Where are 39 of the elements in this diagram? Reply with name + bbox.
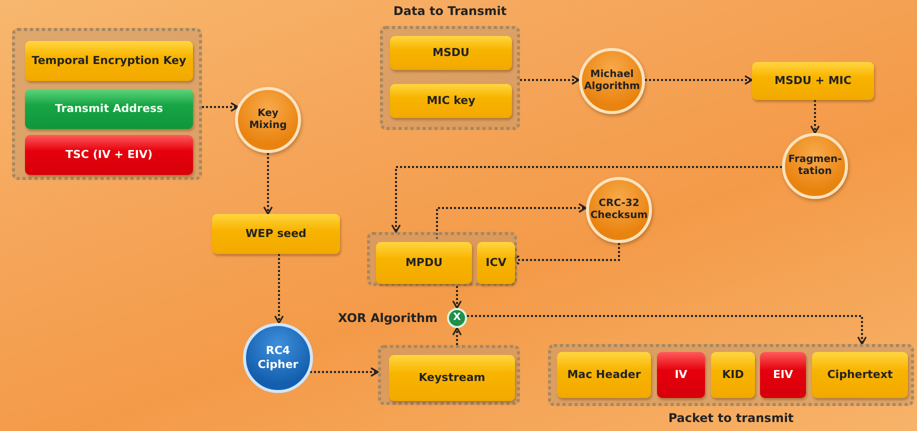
arrow bbox=[452, 327, 462, 345]
arrow bbox=[452, 286, 462, 309]
process-box: Transmit Address bbox=[25, 89, 193, 129]
process-box: KID bbox=[711, 352, 755, 398]
group-frame bbox=[367, 232, 517, 286]
xor-circle: X bbox=[447, 308, 467, 328]
arrow bbox=[310, 367, 379, 377]
arrow bbox=[274, 254, 284, 324]
group-heading: Packet to transmit bbox=[667, 411, 795, 426]
process-box: Keystream bbox=[389, 355, 515, 401]
arrow bbox=[520, 75, 580, 85]
group-frame bbox=[12, 28, 202, 180]
process-box: Temporal Encryption Key bbox=[25, 41, 193, 81]
arrow bbox=[263, 153, 273, 215]
process-circle: Fragmen- tation bbox=[782, 133, 848, 199]
process-circle: Key Mixing bbox=[235, 87, 301, 153]
arrow bbox=[202, 102, 239, 112]
process-box: IV bbox=[657, 352, 705, 398]
arrow bbox=[436, 203, 587, 239]
process-box: ICV bbox=[477, 242, 515, 284]
arrow bbox=[645, 75, 753, 85]
process-box: Ciphertext bbox=[812, 352, 908, 398]
cipher-circle: RC4 Cipher bbox=[243, 323, 313, 393]
process-box: MSDU bbox=[390, 36, 512, 70]
group-frame bbox=[378, 345, 520, 405]
process-box: WEP seed bbox=[212, 214, 340, 254]
process-box: MIC key bbox=[390, 84, 512, 118]
process-box: EIV bbox=[760, 352, 806, 398]
arrow bbox=[467, 315, 867, 345]
process-circle: CRC-32 Checksum bbox=[586, 177, 652, 243]
group-heading: Data to Transmit bbox=[392, 4, 508, 19]
process-box: TSC (IV + EIV) bbox=[25, 135, 193, 175]
process-box: Mac Header bbox=[557, 352, 651, 398]
process-box: MPDU bbox=[376, 242, 472, 284]
process-circle: Michael Algorithm bbox=[579, 48, 645, 114]
arrow bbox=[391, 166, 782, 233]
process-box: MSDU + MIC bbox=[752, 62, 874, 100]
node-caption: XOR Algorithm bbox=[338, 311, 438, 325]
arrow bbox=[810, 100, 820, 134]
